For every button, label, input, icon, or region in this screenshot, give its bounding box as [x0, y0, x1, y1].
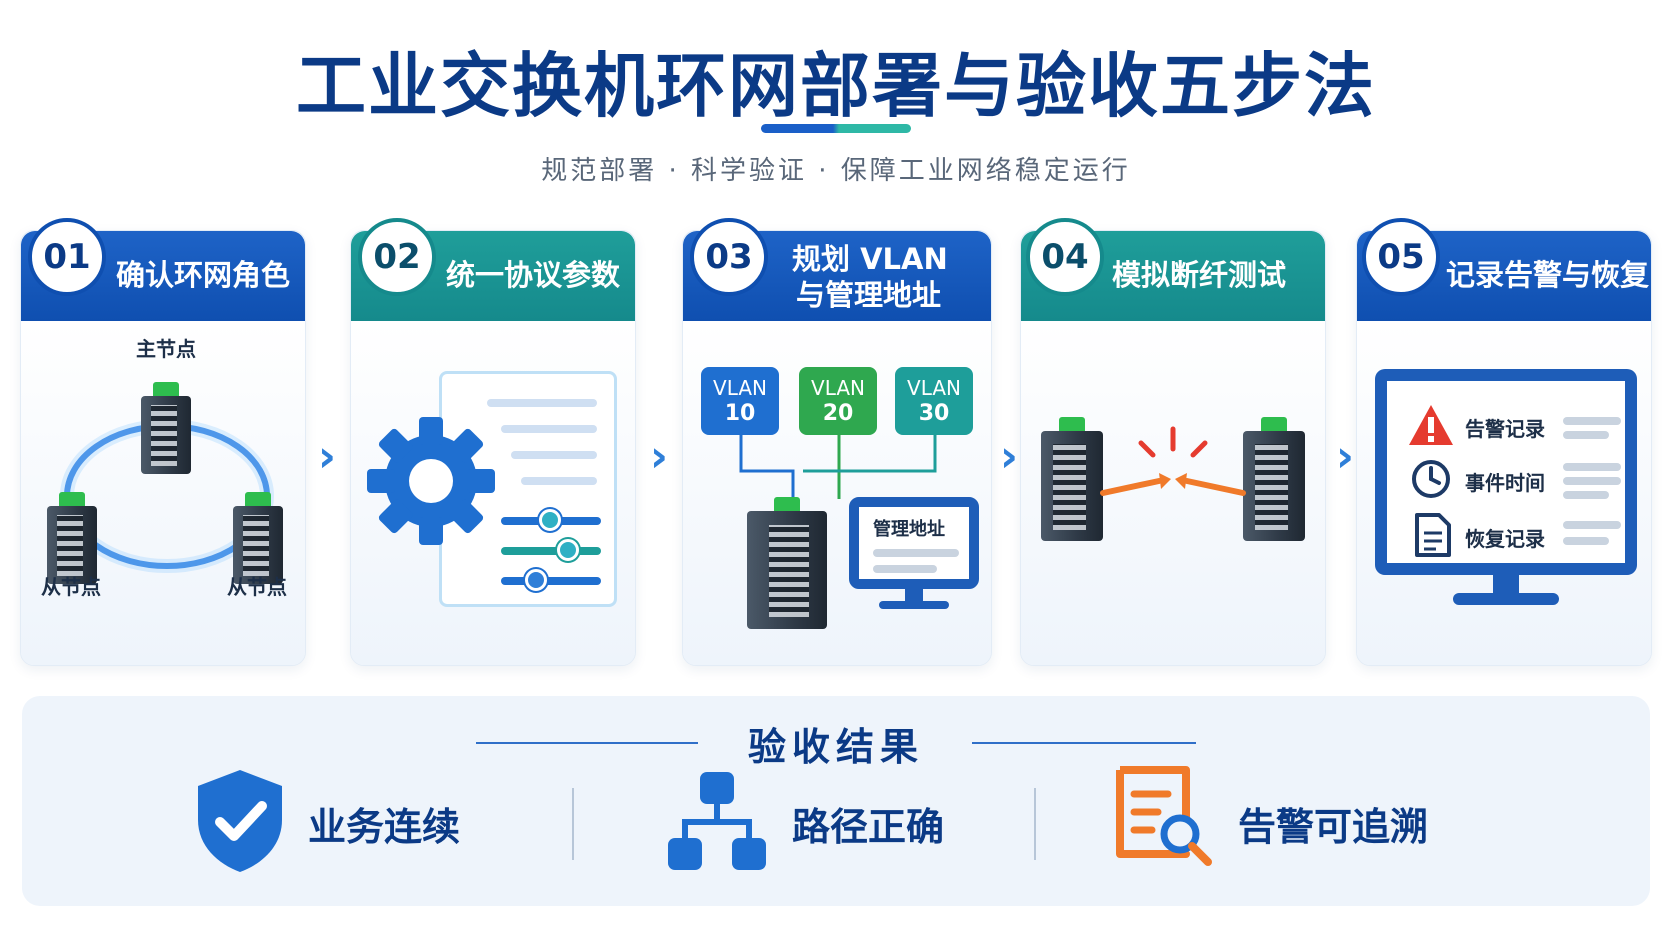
switch-left-icon [1041, 417, 1103, 541]
result-business-continuity: 业务连续 [308, 805, 461, 849]
step-title-3-line1: 规划 VLAN [792, 242, 948, 276]
slave-switch-right-icon [233, 492, 283, 584]
step-number-1: 01 [28, 218, 106, 296]
title-underline [761, 124, 911, 133]
page-subtitle: 规范部署 · 科学验证 · 保障工业网络稳定运行 [541, 156, 1131, 186]
master-node-label: 主节点 [136, 337, 196, 361]
core-switch-icon [747, 497, 827, 629]
step-body-2 [351, 321, 635, 665]
slider-2 [501, 547, 601, 555]
vlan-links [739, 431, 937, 499]
fiber-break-icon [1100, 426, 1246, 496]
topology-icon [668, 772, 766, 870]
step-number-2: 02 [358, 218, 436, 296]
slave-node-right-label: 从节点 [227, 575, 287, 599]
management-address-label: 管理地址 [873, 519, 945, 540]
step-body-5: 告警记录 事件时间 恢复记录 [1357, 321, 1651, 665]
step-title-1: 确认环网角色 [116, 258, 291, 292]
slider-3 [501, 577, 601, 585]
step-card-2 [350, 230, 636, 666]
step-card-4 [1020, 230, 1326, 666]
step-body-4 [1021, 321, 1325, 665]
shield-check-icon [198, 770, 282, 872]
alarm-record-label: 告警记录 [1465, 417, 1545, 441]
results-separator-1 [572, 788, 574, 860]
warning-icon [1409, 405, 1453, 445]
slave-node-left-label: 从节点 [41, 575, 101, 599]
chevron-right-icon: › [649, 431, 669, 482]
step-number-5: 05 [1362, 218, 1440, 296]
step-title-5: 记录告警与恢复 [1446, 258, 1650, 292]
recovery-record-label: 恢复记录 [1465, 527, 1545, 551]
results-separator-2 [1034, 788, 1036, 860]
chevron-right-icon: › [317, 431, 337, 482]
step-card-1: 主节点 从节点 从节点 [20, 230, 306, 666]
acceptance-results-panel: 验收结果 业务连续 路径正确 告警可追溯 [22, 696, 1650, 906]
step-number-3: 03 [690, 218, 768, 296]
switch-right-icon [1243, 417, 1305, 541]
result-alarm-traceable: 告警可追溯 [1238, 805, 1429, 849]
step-title-2: 统一协议参数 [446, 258, 621, 292]
results-divider-right [972, 742, 1196, 744]
gear-icon [367, 417, 495, 545]
event-time-label: 事件时间 [1465, 471, 1545, 495]
vlan-10-box: VLAN 10 [701, 367, 779, 435]
chevron-right-icon: › [1335, 431, 1355, 482]
clock-icon [1412, 460, 1450, 498]
results-divider-left [476, 742, 698, 744]
step-body-1: 主节点 从节点 从节点 [21, 321, 305, 665]
step-body-3: VLAN 10 VLAN 20 VLAN 30 管理地址 [683, 321, 991, 665]
slave-switch-left-icon [47, 492, 97, 584]
step-number-4: 04 [1026, 218, 1104, 296]
vlan-30-box: VLAN 30 [895, 367, 973, 435]
master-switch-icon [141, 382, 191, 474]
document-icon [1415, 513, 1451, 557]
step-title-4: 模拟断纤测试 [1112, 258, 1287, 292]
page-title: 工业交换机环网部署与验收五步法 [296, 45, 1376, 127]
step-card-3: VLAN 10 VLAN 20 VLAN 30 管理地址 [682, 230, 992, 666]
results-title: 验收结果 [747, 725, 924, 769]
result-path-correct: 路径正确 [792, 805, 945, 849]
vlan-20-box: VLAN 20 [799, 367, 877, 435]
chevron-right-icon: › [999, 431, 1019, 482]
step-title-3-line2: 与管理地址 [796, 278, 942, 312]
document-search-icon [1116, 766, 1212, 866]
step-card-5: 告警记录 事件时间 恢复记录 [1356, 230, 1652, 666]
management-monitor-icon [849, 497, 979, 589]
